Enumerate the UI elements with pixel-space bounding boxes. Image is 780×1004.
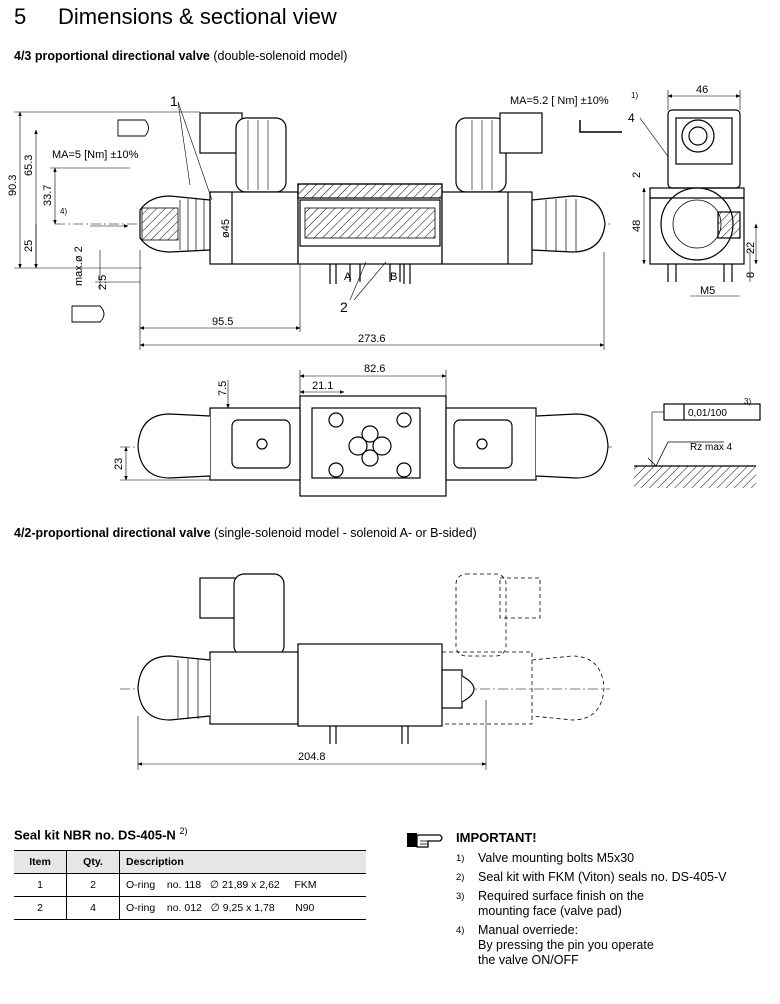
important-notes: 1) Valve mounting bolts M5x30 2) Seal ki… — [456, 851, 766, 972]
table-row: 2 4 O-ring no. 012 ∅ 9,25 x 1,78 N90 — [14, 896, 366, 920]
seal-kit-title: Seal kit NBR no. DS-405-N 2) — [14, 826, 187, 842]
note-number: 2) — [456, 872, 465, 883]
note-text: Manual overriede: By pressing the pin yo… — [478, 923, 654, 967]
dim-21-1: 21.1 — [312, 380, 333, 392]
dim-204-8: 204.8 — [298, 751, 326, 763]
dim-25: 25 — [23, 240, 35, 252]
front-view — [14, 101, 721, 350]
side-view — [642, 90, 758, 297]
note-4-marker: 4) — [60, 207, 67, 216]
desc-part: O-ring — [126, 879, 156, 891]
note-item: 3) Required surface finish on the mounti… — [456, 889, 766, 919]
callout-4: 4 — [628, 111, 635, 125]
roughness-label: Rz max 4 — [690, 442, 733, 453]
torque-right-label: MA=5.2 [ Nm] ±10% — [510, 95, 609, 107]
dim-max-d2: max.ø 2 — [73, 246, 85, 286]
dim-90-3: 90.3 — [7, 175, 19, 196]
col-header-description: Description — [119, 850, 366, 874]
subtitle-single-solenoid: 4/2-proportional directional valve (sing… — [14, 526, 477, 540]
note-number: 3) — [456, 891, 465, 902]
note-item: 1) Valve mounting bolts M5x30 — [456, 851, 766, 866]
cell-description: O-ring no. 012 ∅ 9,25 x 1,78 N90 — [119, 896, 366, 920]
seal-kit-title-note: 2) — [179, 826, 188, 836]
callout-2: 2 — [340, 299, 348, 315]
note-item: 2) Seal kit with FKM (Viton) seals no. D… — [456, 870, 766, 885]
flatness-note: 3) — [744, 397, 751, 406]
dim-33-7: 33.7 — [42, 185, 54, 206]
technical-drawing: MA=5 [Nm] ±10% MA=5.2 [ Nm] ±10% 1) 1 2 … — [7, 84, 761, 770]
section-number: 5 — [14, 4, 27, 29]
note-text: Valve mounting bolts M5x30 — [478, 851, 635, 865]
dim-23: 23 — [113, 458, 125, 470]
note-item: 4) Manual overriede: By pressing the pin… — [456, 923, 766, 968]
dim-48: 48 — [631, 220, 643, 232]
desc-number: no. 118 — [166, 879, 202, 891]
callout-1: 1 — [170, 93, 178, 109]
note-text: Required surface finish on the mounting … — [478, 889, 645, 918]
pointing-hand-icon — [407, 833, 443, 848]
subtitle-double-solenoid: 4/3 proportional directional valve (doub… — [14, 49, 347, 63]
dim-2: 2 — [631, 172, 643, 178]
desc-number: no. 012 — [166, 902, 202, 914]
dim-65-3: 65.3 — [23, 155, 35, 176]
torque-right-note: 1) — [631, 91, 638, 100]
flatness-value: 0,01/100 — [688, 408, 727, 419]
subtitle-bold: 4/3 proportional directional valve — [14, 49, 210, 63]
note-number: 4) — [456, 925, 465, 936]
col-header-qty: Qty. — [66, 850, 120, 874]
dim-8: 8 — [745, 272, 757, 278]
dim-2-5: 2.5 — [97, 275, 109, 290]
desc-size: ∅ 21,89 x 2,62 — [209, 879, 280, 891]
section-title: Dimensions & sectional view — [58, 4, 337, 29]
dim-m5: M5 — [700, 285, 715, 297]
note-number: 1) — [456, 853, 465, 864]
seal-kit-title-text: Seal kit NBR no. DS-405-N — [14, 827, 176, 843]
important-title: IMPORTANT! — [456, 830, 537, 845]
dim-95-5: 95.5 — [212, 316, 233, 328]
note-text: Seal kit with FKM (Viton) seals no. DS-4… — [478, 870, 727, 884]
dim-7-5: 7.5 — [217, 381, 229, 396]
dim-82-6: 82.6 — [364, 363, 385, 375]
subtitle-normal: (double-solenoid model) — [209, 49, 348, 63]
dim-d45: ø45 — [220, 219, 232, 238]
desc-material: N90 — [295, 902, 315, 914]
desc-part: O-ring — [126, 902, 156, 914]
torque-left-label: MA=5 [Nm] ±10% — [52, 149, 139, 161]
cell-qty: 4 — [66, 896, 120, 920]
subtitle-normal: (single-solenoid model - solenoid A- or … — [210, 526, 477, 540]
port-a-label: A — [344, 271, 352, 283]
surface-finish — [634, 403, 761, 488]
seal-kit-table: Item Qty. Description 1 2 O-ring no. 118… — [14, 850, 366, 920]
cell-description: O-ring no. 118 ∅ 21,89 x 2,62 FKM — [119, 873, 366, 897]
table-row: 1 2 O-ring no. 118 ∅ 21,89 x 2,62 FKM — [14, 873, 366, 897]
col-header-item: Item — [14, 850, 67, 874]
subtitle-bold: 4/2-proportional directional valve — [14, 526, 211, 540]
single-solenoid-view — [120, 573, 610, 770]
cell-item: 1 — [14, 873, 67, 897]
desc-material: FKM — [294, 879, 317, 891]
dim-46: 46 — [696, 84, 708, 96]
cell-item: 2 — [14, 896, 67, 920]
port-b-label: B — [390, 271, 397, 283]
top-view — [120, 370, 612, 497]
cell-qty: 2 — [66, 873, 120, 897]
dim-22: 22 — [745, 242, 757, 254]
desc-size: ∅ 9,25 x 1,78 — [210, 902, 275, 914]
dim-273-6: 273.6 — [358, 333, 386, 345]
